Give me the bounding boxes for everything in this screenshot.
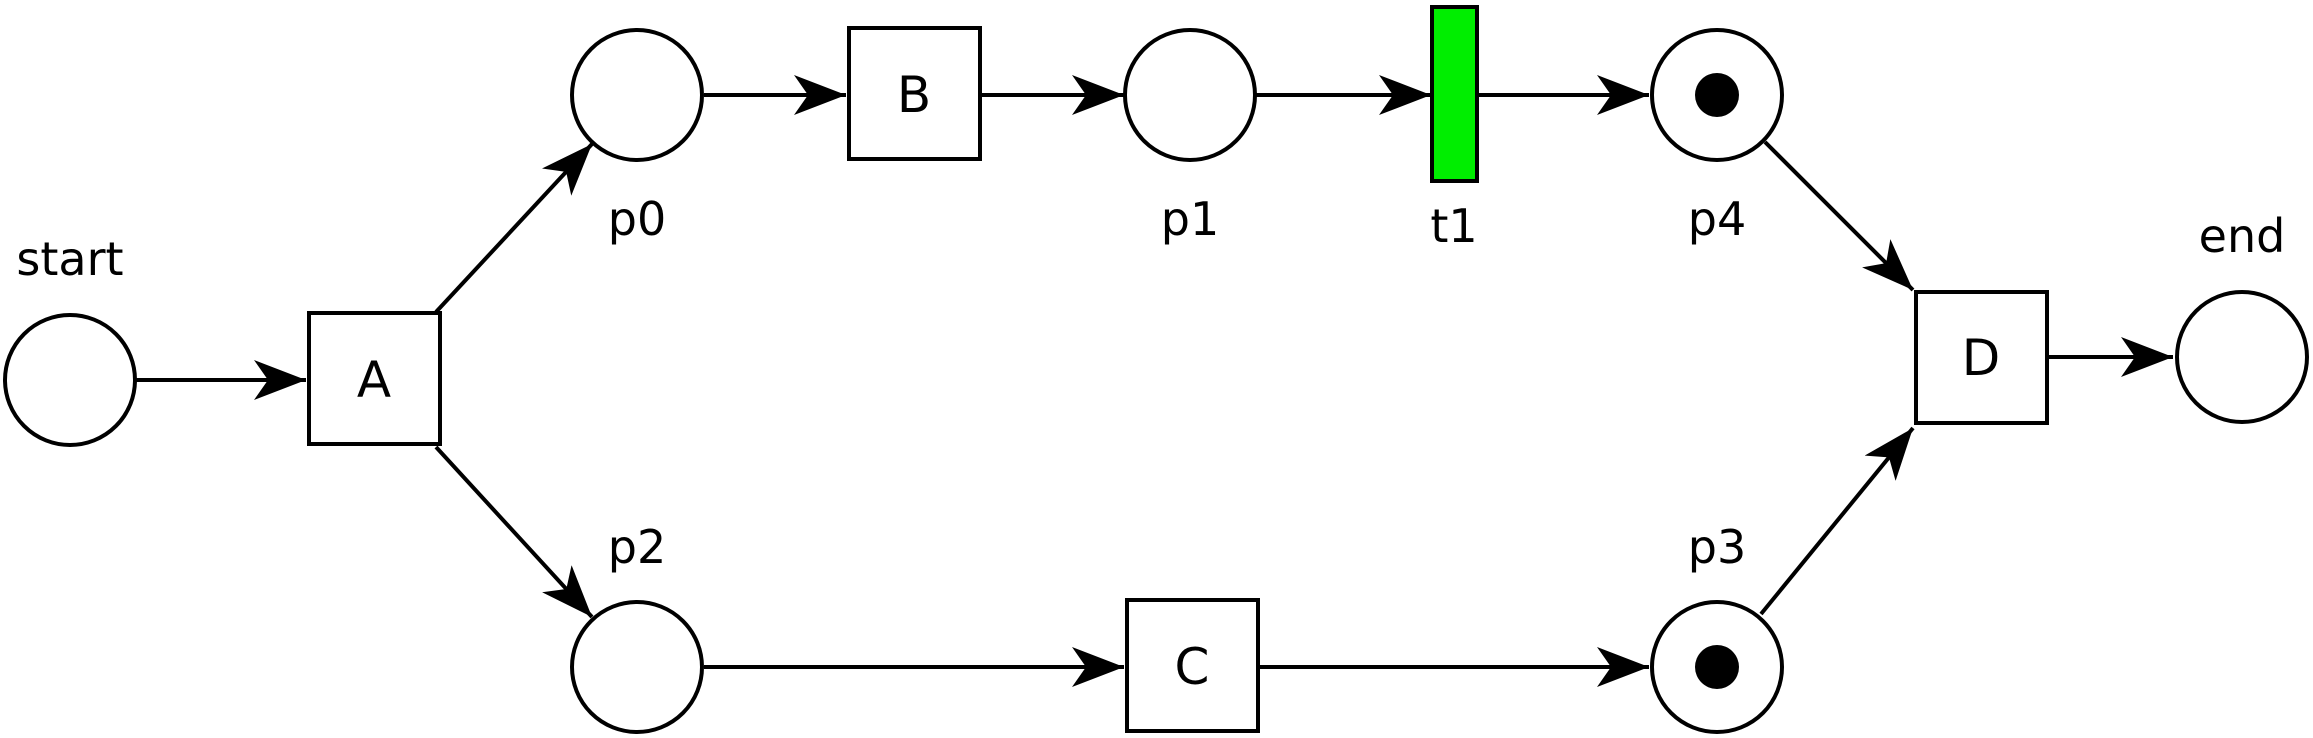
tokens <box>1695 73 1739 689</box>
arc-A-to-p2 <box>434 445 594 619</box>
places <box>3 28 2309 734</box>
transition-labels: A B C D <box>357 66 2000 696</box>
arc-p3-to-D <box>1759 426 1915 616</box>
place-end[interactable] <box>2175 290 2309 424</box>
place-p1[interactable] <box>1123 28 1257 162</box>
arc-p4-to-D <box>1763 140 1915 292</box>
transition-t1-enabled[interactable] <box>1430 5 1479 183</box>
place-label-p4: p4 <box>1688 192 1746 246</box>
transition-label-C: C <box>1175 638 1210 696</box>
place-start[interactable] <box>3 313 137 447</box>
transition-label-D: D <box>1962 329 2001 387</box>
transition-C[interactable] <box>1125 598 1260 733</box>
transition-label-t1: t1 <box>1430 199 1477 253</box>
place-label-start: start <box>16 232 123 286</box>
place-label-p1: p1 <box>1161 192 1219 246</box>
transition-label-A: A <box>357 351 391 409</box>
token-p4 <box>1695 73 1739 117</box>
transition-B[interactable] <box>847 26 982 161</box>
place-label-p2: p2 <box>608 520 666 574</box>
place-label-p3: p3 <box>1688 520 1746 574</box>
arc-A-to-p0 <box>434 142 594 314</box>
transition-A[interactable] <box>307 311 442 446</box>
transition-D[interactable] <box>1914 290 2049 425</box>
place-label-p0: p0 <box>608 192 666 246</box>
token-p3 <box>1695 645 1739 689</box>
place-p2[interactable] <box>570 600 704 734</box>
node-labels: start p0 p1 t1 p4 end p2 p3 <box>16 192 2285 574</box>
transition-label-B: B <box>897 66 931 124</box>
place-label-end: end <box>2199 209 2286 263</box>
arcs <box>136 75 2173 687</box>
place-p0[interactable] <box>570 28 704 162</box>
transitions <box>307 5 2049 733</box>
